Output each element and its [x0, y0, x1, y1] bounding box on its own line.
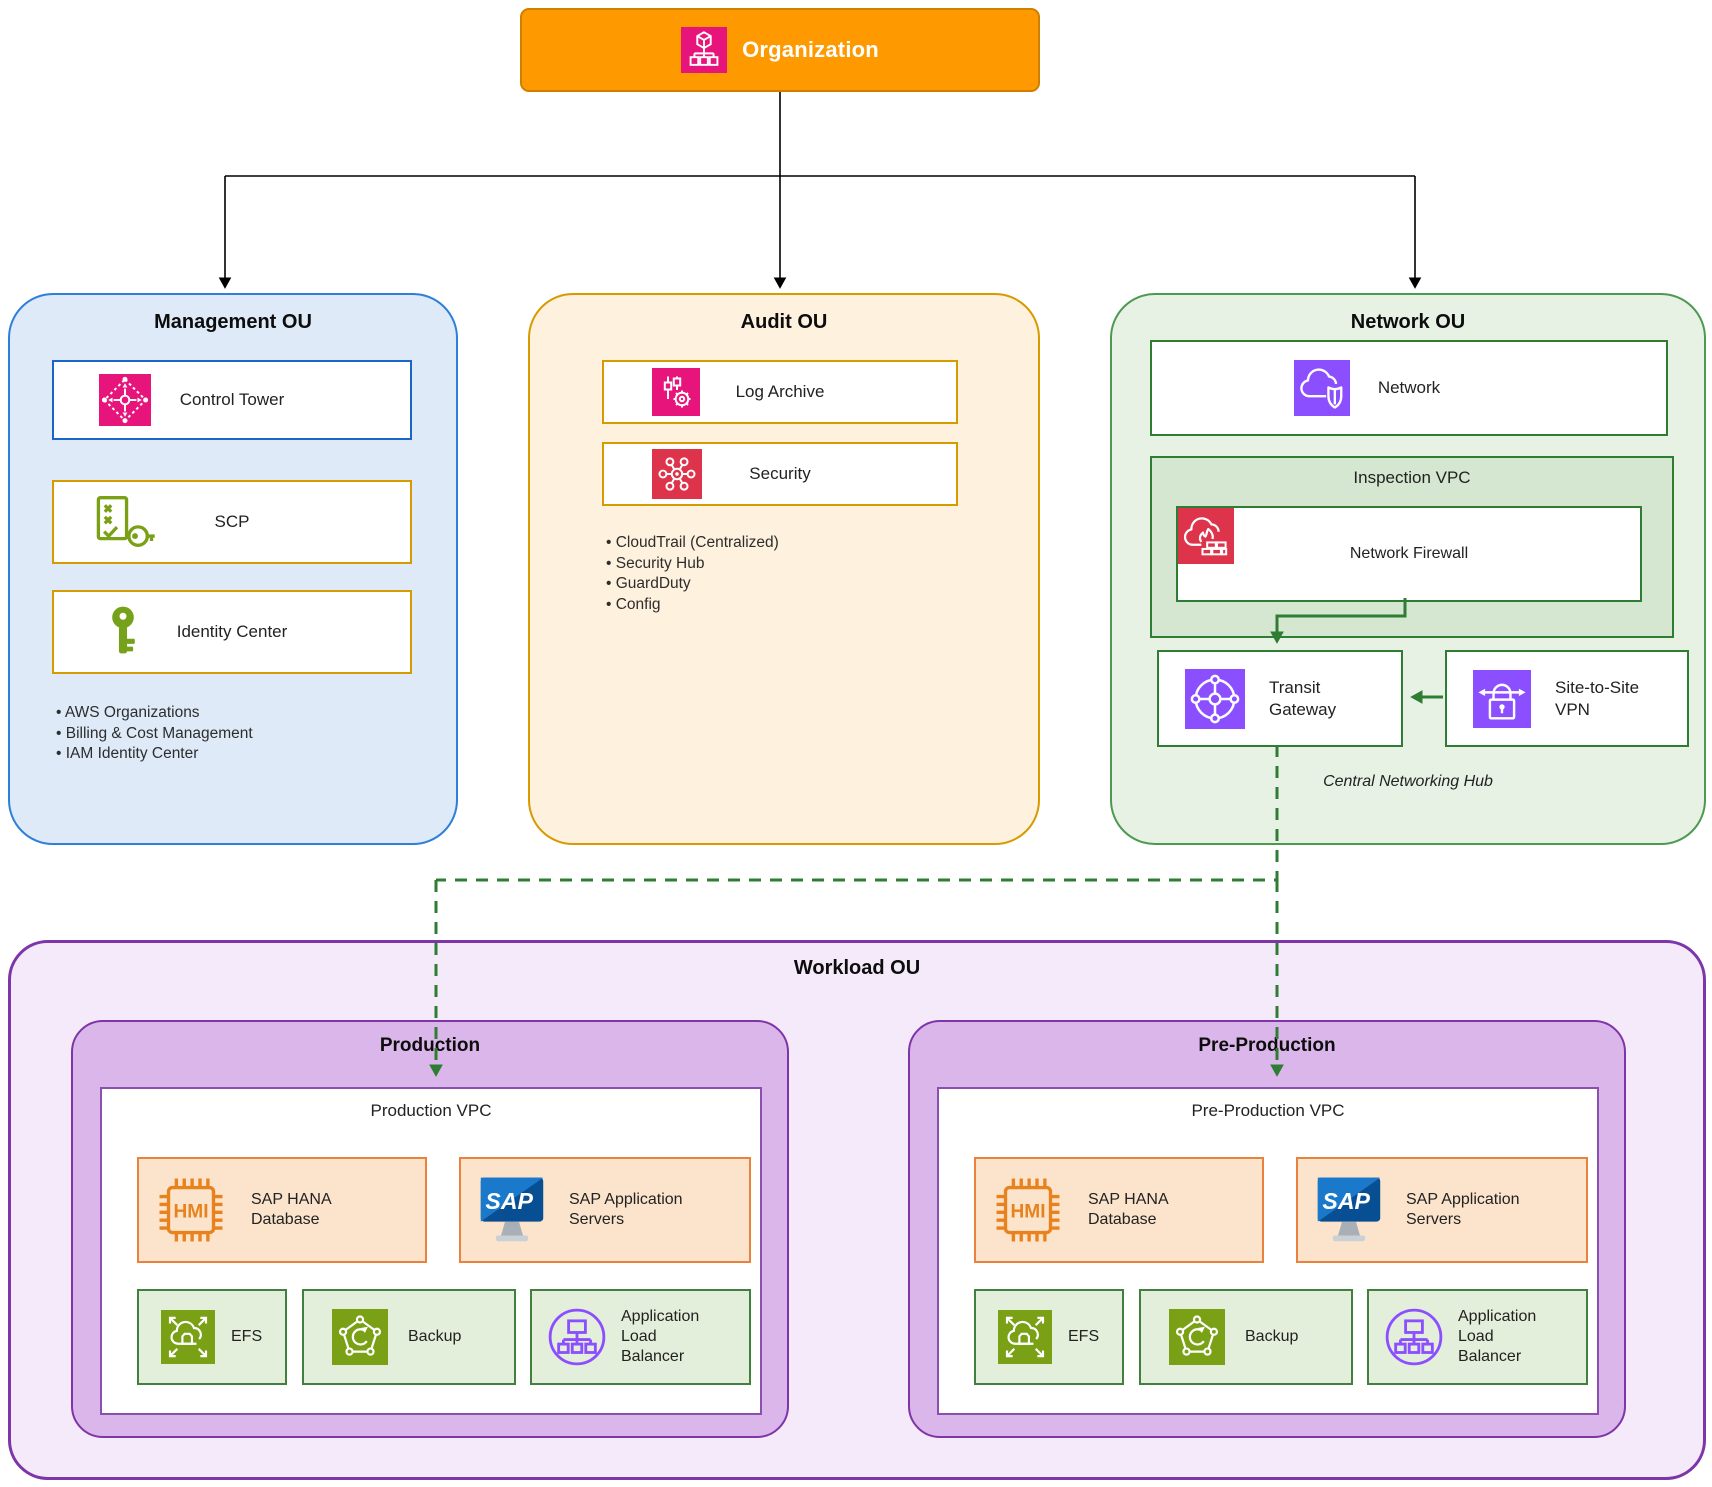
sap-logo-text: SAP: [485, 1188, 533, 1214]
note-item: CloudTrail (Centralized): [606, 533, 779, 554]
efs-icon: [998, 1310, 1052, 1364]
efs-node: EFS: [137, 1289, 287, 1385]
load-balancer-icon: [1383, 1306, 1445, 1368]
identity-center-node: Identity Center: [52, 590, 412, 674]
site-to-site-vpn-icon: [1473, 669, 1531, 728]
network-firewall-icon: [1178, 508, 1234, 568]
site-to-site-vpn-node: Site-to-Site VPN: [1445, 650, 1689, 747]
preproduction-vpc-title: Pre-Production VPC: [1191, 1101, 1345, 1120]
log-archive-icon: [652, 368, 700, 416]
organization-label: Organization: [742, 37, 879, 62]
security-node: Security: [602, 442, 958, 506]
network-firewall-label: Network Firewall: [1349, 545, 1469, 562]
sap-logo-text: SAP: [1322, 1188, 1370, 1214]
audit-notes: CloudTrail (Centralized) Security Hub Gu…: [606, 533, 779, 615]
transit-gateway-node: Transit Gateway: [1157, 650, 1403, 747]
workload-ou-title: Workload OU: [793, 957, 921, 979]
backup-label: Backup: [408, 1328, 462, 1345]
efs-label: EFS: [231, 1328, 263, 1345]
sap-logo-icon: SAP: [475, 1174, 549, 1246]
note-item: GuardDuty: [606, 574, 779, 595]
inspection-vpc: Inspection VPC Network Firewall: [1150, 456, 1674, 638]
application-load-balancer-label: Application Load Balancer: [621, 1308, 700, 1365]
security-icon: [652, 449, 702, 499]
sap-hana-database-label: SAP HANA Database: [1088, 1191, 1168, 1228]
network-account-label: Network: [1377, 378, 1441, 398]
chip-text: HMI: [1010, 1201, 1045, 1222]
sap-logo-icon: SAP: [1312, 1174, 1386, 1246]
note-item: AWS Organizations: [56, 703, 253, 724]
security-label: Security: [749, 464, 811, 484]
transit-gateway-label: Transit Gateway: [1269, 678, 1337, 719]
backup-label: Backup: [1245, 1328, 1299, 1345]
management-ou-title: Management OU: [154, 311, 312, 333]
load-balancer-icon: [546, 1306, 608, 1368]
note-item: Config: [606, 595, 779, 616]
preproduction-vpc: Pre-Production VPC HMI: [937, 1087, 1599, 1415]
production-section: Production Production VPC: [71, 1020, 789, 1438]
control-tower-node: Control Tower: [52, 360, 412, 440]
chip-text: HMI: [173, 1201, 208, 1222]
audit-ou: Audit OU Log Archive: [528, 293, 1040, 845]
note-item: Billing & Cost Management: [56, 724, 253, 745]
production-vpc: Production VPC HMI: [100, 1087, 762, 1415]
note-item: Security Hub: [606, 554, 779, 575]
identity-center-icon: [106, 605, 140, 659]
sap-application-servers-node: SAP SAP Application Servers: [459, 1157, 751, 1263]
efs-icon: [161, 1310, 215, 1364]
network-icon: [1294, 360, 1350, 416]
control-tower-label: Control Tower: [179, 390, 285, 410]
sap-hana-database-node: HMI SAP HANA Database: [137, 1157, 427, 1263]
sap-application-servers-node: SAP SAP Application Servers: [1296, 1157, 1588, 1263]
preproduction-title: Pre-Production: [1198, 1035, 1336, 1056]
efs-node: EFS: [974, 1289, 1124, 1385]
backup-icon: [1169, 1309, 1225, 1365]
network-firewall-node: Network Firewall: [1176, 506, 1642, 602]
inspection-vpc-title: Inspection VPC: [1353, 468, 1471, 487]
sap-hana-database-label: SAP HANA Database: [251, 1191, 331, 1228]
log-archive-node: Log Archive: [602, 360, 958, 424]
backup-icon: [332, 1309, 388, 1365]
transit-gateway-icon: [1185, 668, 1245, 729]
network-ou-title: Network OU: [1350, 311, 1466, 333]
production-title: Production: [379, 1035, 481, 1056]
application-load-balancer-node: Application Load Balancer: [530, 1289, 751, 1385]
sap-hana-database-node: HMI SAP HANA Database: [974, 1157, 1264, 1263]
scp-label: SCP: [214, 512, 250, 532]
audit-ou-title: Audit OU: [740, 311, 828, 333]
organization-node: Organization: [520, 8, 1040, 92]
management-notes: AWS Organizations Billing & Cost Managem…: [56, 703, 253, 765]
central-networking-hub-caption: Central Networking Hub: [1323, 773, 1493, 790]
efs-label: EFS: [1068, 1328, 1100, 1345]
sap-hana-chip-icon: HMI: [992, 1174, 1064, 1246]
sap-application-servers-label: SAP Application Servers: [569, 1191, 683, 1228]
sap-hana-chip-icon: HMI: [155, 1174, 227, 1246]
org-distribution-line: [225, 92, 1415, 177]
scp-node: SCP: [52, 480, 412, 564]
organizations-icon: [681, 27, 728, 73]
backup-node: Backup: [302, 1289, 516, 1385]
preproduction-section: Pre-Production Pre-Production VPC: [908, 1020, 1626, 1438]
identity-center-label: Identity Center: [176, 622, 288, 642]
application-load-balancer-node: Application Load Balancer: [1367, 1289, 1588, 1385]
network-account-node: Network: [1150, 340, 1668, 436]
scp-icon: [92, 495, 156, 549]
management-ou: Management OU Control Tower: [8, 293, 458, 845]
application-load-balancer-label: Application Load Balancer: [1458, 1308, 1537, 1365]
production-vpc-title: Production VPC: [370, 1101, 492, 1120]
workload-ou: Workload OU Production Production VPC: [8, 940, 1706, 1480]
network-ou: Network OU Network Inspection VPC: [1110, 293, 1706, 845]
sap-application-servers-label: SAP Application Servers: [1406, 1191, 1520, 1228]
log-archive-label: Log Archive: [735, 382, 825, 402]
control-tower-icon: [99, 374, 151, 426]
note-item: IAM Identity Center: [56, 744, 253, 765]
site-to-site-vpn-label: Site-to-Site VPN: [1555, 678, 1640, 719]
backup-node: Backup: [1139, 1289, 1353, 1385]
